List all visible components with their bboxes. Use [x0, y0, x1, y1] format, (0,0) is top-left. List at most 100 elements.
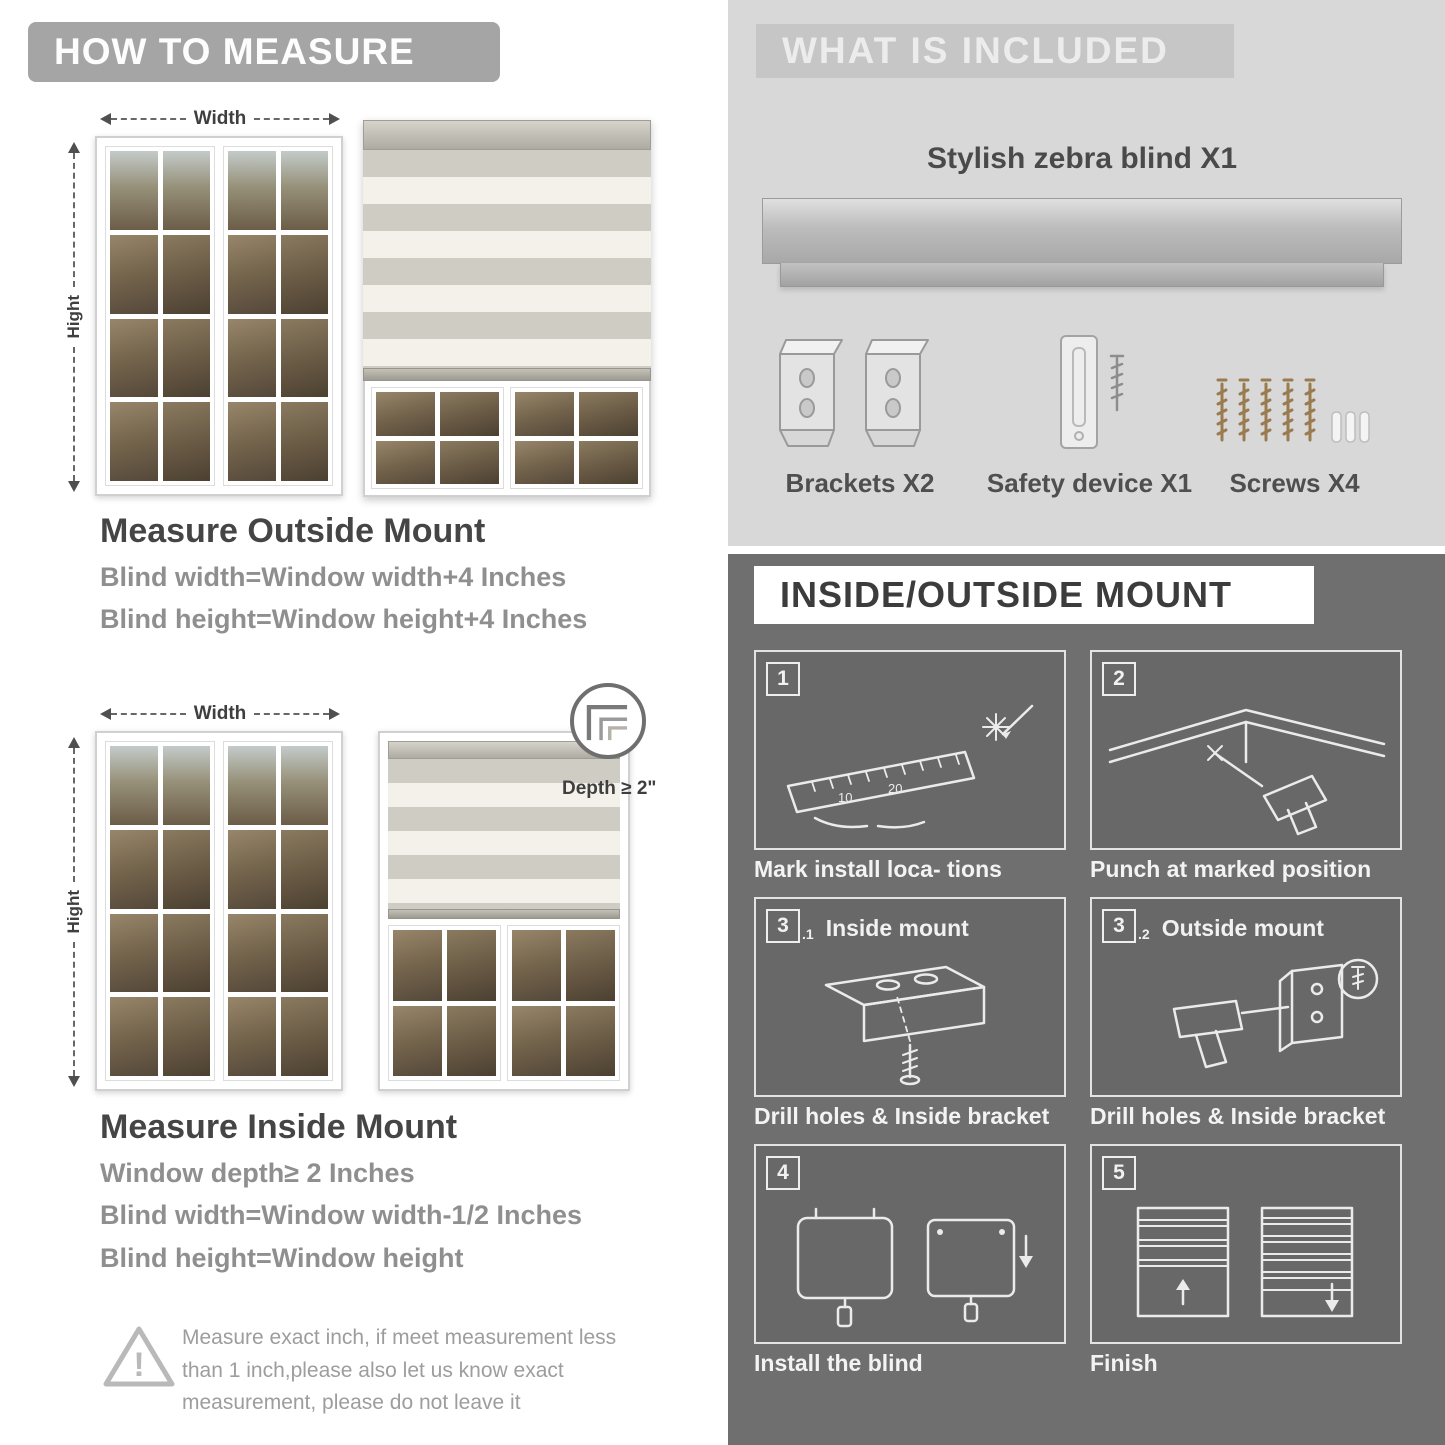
- ruler-mark-20: 20: [888, 781, 902, 796]
- window-pane: [280, 829, 328, 909]
- window-pane: [228, 402, 276, 481]
- step-number: 3 .1 Inside mount: [766, 909, 969, 943]
- window-below-blind: [388, 919, 620, 1081]
- dashed-line: [111, 118, 186, 120]
- ruler-mark-10: 10: [838, 790, 852, 805]
- frame-corner-icon: [586, 704, 628, 741]
- window-glass: [376, 392, 499, 484]
- inside-mount-title: Measure Inside Mount: [100, 1108, 458, 1146]
- step-caption: Drill holes & Inside bracket: [754, 1103, 1050, 1129]
- window-illustration: [95, 731, 343, 1091]
- window-pane: [162, 746, 210, 825]
- dashed-line: [73, 748, 75, 883]
- window-pane: [110, 151, 158, 230]
- step-panel-3-2: 3 .2 Outside mount: [1090, 897, 1402, 1097]
- window-sash: [105, 146, 215, 486]
- arrow-left-icon: [100, 113, 111, 125]
- window-pane: [110, 746, 158, 825]
- height-arrow: Hight: [64, 142, 84, 492]
- screws-icon: [1216, 378, 1370, 443]
- window-pane: [110, 913, 158, 993]
- window-pane: [440, 392, 499, 436]
- window-pane: [228, 746, 276, 825]
- inside-bracket-illustration: [824, 965, 986, 1086]
- window-sash: [507, 925, 620, 1081]
- window-pane: [228, 829, 276, 909]
- step-number: 2: [1102, 662, 1150, 696]
- window-pane: [162, 151, 210, 230]
- window-pane: [110, 829, 158, 909]
- step-inline-label: Inside mount: [825, 915, 969, 941]
- window-pane: [447, 930, 496, 1001]
- step-number-badge: 1: [766, 662, 800, 696]
- window-pane: [110, 402, 158, 481]
- window-pane: [228, 318, 276, 398]
- step-number-badge: 3: [766, 909, 800, 943]
- window-pane: [280, 402, 328, 481]
- depth-callout-label: Depth ≥ 2": [562, 778, 657, 799]
- depth-callout-circle: [570, 683, 646, 759]
- window-pane: [376, 392, 435, 436]
- brackets-label: Brackets X2: [785, 468, 935, 498]
- how-to-measure-header: HOW TO MEASURE: [28, 22, 500, 82]
- step-caption: Drill holes & Inside bracket: [1090, 1103, 1386, 1129]
- warning-icon: !: [103, 1326, 175, 1387]
- step-number: 1: [766, 662, 814, 696]
- window-sash: [510, 387, 643, 489]
- window-glass: [228, 151, 328, 481]
- zebra-stripes: [388, 759, 620, 909]
- window-sash: [223, 741, 333, 1081]
- arrow-down-icon: [68, 1076, 80, 1087]
- arrow-up-icon: [68, 142, 80, 153]
- step-panel-4: 4: [754, 1144, 1066, 1344]
- warning-text: Measure exact inch, if meet measurement …: [182, 1326, 617, 1415]
- window-glass: [393, 930, 496, 1076]
- window-pane: [228, 997, 276, 1076]
- window-pane: [579, 440, 638, 484]
- arrow-right-icon: [329, 708, 340, 720]
- safety-device-icon: [1060, 335, 1125, 449]
- brackets-icon: [779, 339, 929, 447]
- arrow-up-icon: [68, 737, 80, 748]
- step-caption: Punch at marked position: [1090, 856, 1372, 882]
- step-number-badge: 4: [766, 1156, 800, 1190]
- window-pane: [110, 234, 158, 314]
- window-pane: [162, 913, 210, 993]
- step-caption: Install the blind: [754, 1350, 923, 1376]
- safety-device-label: Safety device X1: [986, 468, 1193, 498]
- arrow-right-icon: [329, 113, 340, 125]
- step-panel-3-1: 3 .1 Inside mount: [754, 897, 1066, 1097]
- outside-mount-line1: Blind width=Window width+4 Inches: [100, 562, 567, 592]
- height-label: Hight: [64, 295, 83, 339]
- window-glass: [110, 151, 210, 481]
- step-panel-2: 2: [1090, 650, 1402, 850]
- inside-mount-blind-illustration: [378, 731, 630, 1091]
- window-pane: [280, 746, 328, 825]
- window-pane: [440, 440, 499, 484]
- step-inline-label: Outside mount: [1161, 915, 1324, 941]
- dashed-line: [111, 713, 186, 715]
- window-pane: [228, 151, 276, 230]
- window-pane: [162, 997, 210, 1076]
- what-is-included-header: WHAT IS INCLUDED: [756, 24, 1234, 78]
- window-pane: [566, 930, 615, 1001]
- height-label: Hight: [64, 890, 83, 934]
- arrow-down-icon: [68, 481, 80, 492]
- window-pane: [228, 913, 276, 993]
- window-pane: [280, 234, 328, 314]
- step-panel-1: 1 10 20: [754, 650, 1066, 850]
- blind-headrail: [363, 120, 651, 150]
- window-pane: [110, 997, 158, 1076]
- blind-bottomrail: [363, 368, 651, 381]
- dashed-line: [73, 941, 75, 1076]
- screws-label: Screws X4: [1229, 468, 1360, 498]
- step-caption: Mark install loca- tions: [754, 856, 1002, 882]
- window-pane: [579, 392, 638, 436]
- warning-exclamation: !: [133, 1346, 144, 1384]
- window-pane: [566, 1005, 615, 1076]
- window-sash: [223, 146, 333, 486]
- window-pane: [162, 402, 210, 481]
- arrow-left-icon: [100, 708, 111, 720]
- window-pane: [228, 234, 276, 314]
